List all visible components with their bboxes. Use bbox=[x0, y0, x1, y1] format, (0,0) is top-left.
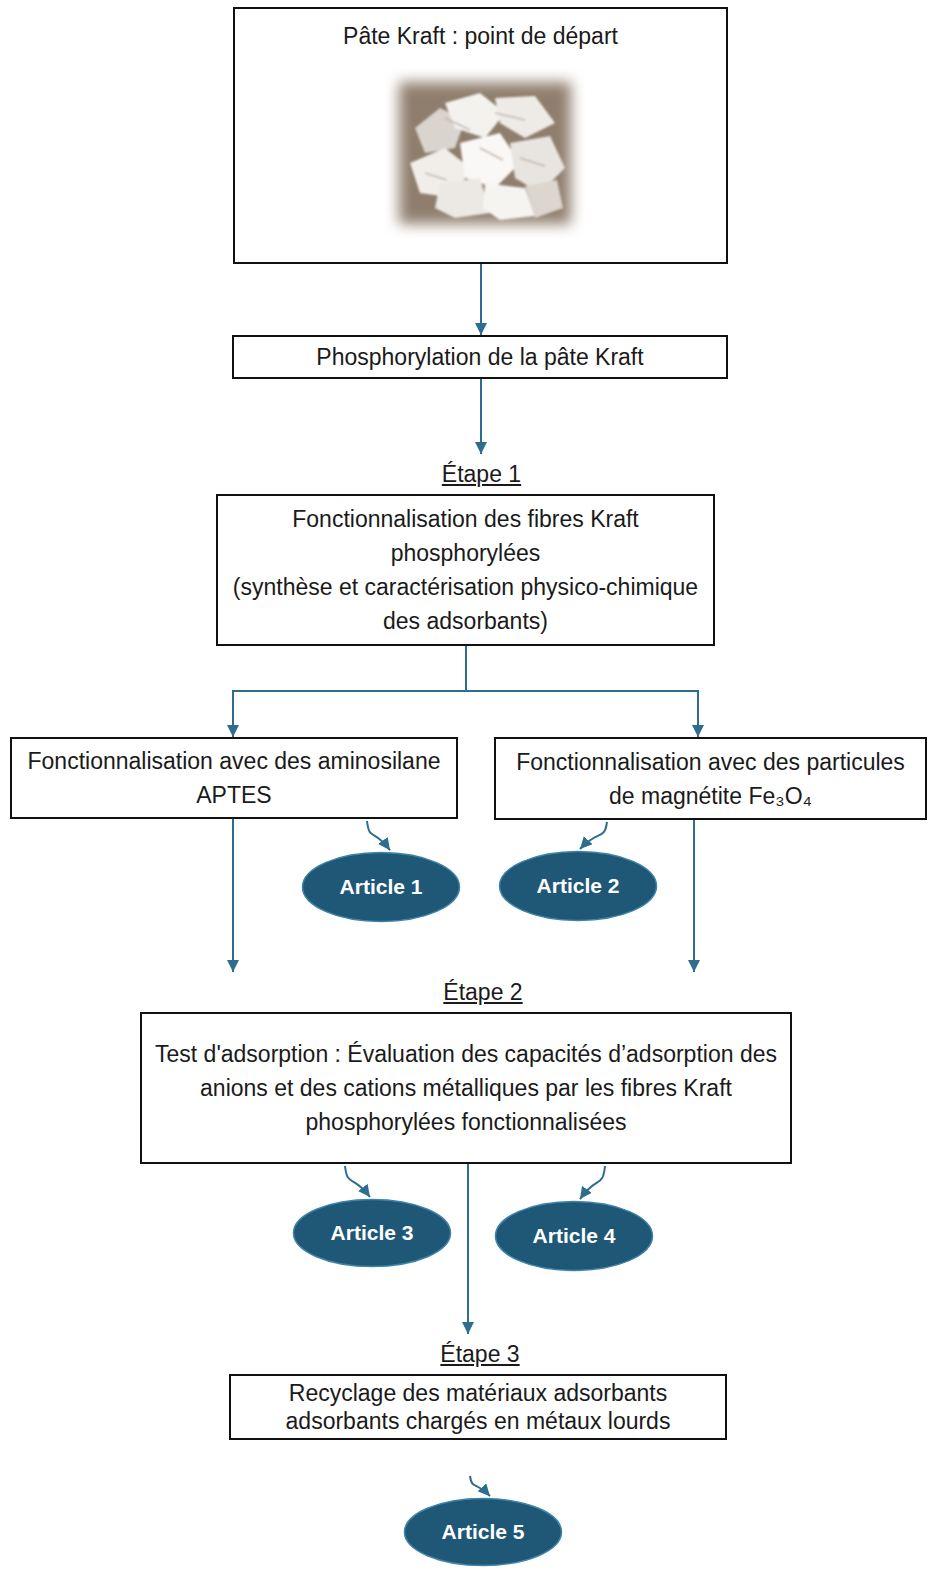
article-label: Article 1 bbox=[340, 874, 423, 900]
article-label: Article 3 bbox=[331, 1220, 414, 1246]
step-block: Étape 3 Recyclage des matériaux adsorbant… bbox=[229, 1340, 727, 1440]
process-box: Fonctionnalisation avec des particules d… bbox=[494, 737, 927, 820]
flow-arrow bbox=[232, 819, 234, 972]
box-content: Pâte Kraft : point de départ bbox=[343, 19, 618, 53]
flow-arrow bbox=[367, 821, 390, 850]
box-content: Fonctionnalisation avec des aminosilane … bbox=[20, 744, 448, 812]
article-label: Article 4 bbox=[533, 1223, 616, 1249]
article-ellipse: Article 4 bbox=[494, 1200, 654, 1272]
step-heading: Étape 1 bbox=[232, 460, 731, 488]
box-text: Fonctionnalisation avec des particules d… bbox=[504, 745, 917, 813]
flow-arrow bbox=[470, 1476, 490, 1496]
flow-arrow bbox=[580, 822, 607, 849]
box-content: Fonctionnalisation avec des particules d… bbox=[504, 745, 917, 813]
step-heading: Étape 3 bbox=[231, 1340, 729, 1368]
ellipse-fill bbox=[303, 853, 460, 922]
article-label: Article 2 bbox=[537, 873, 620, 899]
process-box: Recyclage des matériaux adsorbants adsor… bbox=[229, 1374, 727, 1440]
process-box: Test d'adsorption : Évaluation des capac… bbox=[140, 1012, 792, 1164]
box-text: (synthèse et caractérisation physico-chi… bbox=[226, 570, 705, 638]
flow-arrow bbox=[480, 379, 482, 454]
step-heading: Étape 2 bbox=[157, 978, 809, 1006]
flow-arrow bbox=[480, 264, 482, 335]
box-text: Recyclage des matériaux adsorbants adsor… bbox=[239, 1379, 717, 1435]
article-label: Article 5 bbox=[442, 1519, 525, 1545]
process-box: Fonctionnalisation avec des aminosilane … bbox=[10, 737, 458, 819]
box-content: Recyclage des matériaux adsorbants adsor… bbox=[239, 1379, 717, 1435]
article-ellipse: Article 1 bbox=[301, 851, 461, 923]
box-text: Test d'adsorption : Évaluation des capac… bbox=[150, 1037, 782, 1139]
box-text: Phosphorylation de la pâte Kraft bbox=[316, 340, 643, 374]
pulp-flakes bbox=[410, 93, 565, 220]
flow-arrow bbox=[233, 646, 466, 737]
flow-arrow bbox=[693, 820, 695, 972]
process-box: Phosphorylation de la pâte Kraft bbox=[232, 335, 728, 379]
pulp-photo bbox=[385, 68, 585, 238]
process-box: Pâte Kraft : point de départ bbox=[233, 7, 728, 264]
photo-ground bbox=[399, 82, 571, 224]
flow-arrow bbox=[345, 1166, 370, 1197]
step-block: Étape 1Fonctionnalisation des fibres Kra… bbox=[216, 460, 715, 646]
ellipse-fill bbox=[405, 1499, 562, 1566]
process-box: Fonctionnalisation des fibres Kraft phos… bbox=[216, 494, 715, 646]
ellipse-fill bbox=[294, 1200, 451, 1267]
article-ellipse: Article 3 bbox=[292, 1198, 452, 1268]
box-text: Fonctionnalisation avec des aminosilane … bbox=[20, 744, 448, 812]
box-content: Phosphorylation de la pâte Kraft bbox=[316, 340, 643, 374]
box-text: Pâte Kraft : point de départ bbox=[343, 19, 618, 53]
step-block: Étape 2Test d'adsorption : Évaluation de… bbox=[140, 978, 792, 1164]
box-text: Fonctionnalisation des fibres Kraft phos… bbox=[226, 502, 705, 570]
ellipse-fill bbox=[496, 1202, 653, 1271]
ellipse-fill bbox=[500, 852, 657, 921]
article-ellipse: Article 2 bbox=[498, 850, 658, 922]
flow-arrow bbox=[467, 1164, 469, 1334]
box-content: Test d'adsorption : Évaluation des capac… bbox=[150, 1037, 782, 1139]
flow-arrow bbox=[580, 1166, 605, 1199]
box-content: Fonctionnalisation des fibres Kraft phos… bbox=[226, 502, 705, 638]
flow-arrow bbox=[466, 646, 698, 737]
article-ellipse: Article 5 bbox=[403, 1497, 563, 1567]
